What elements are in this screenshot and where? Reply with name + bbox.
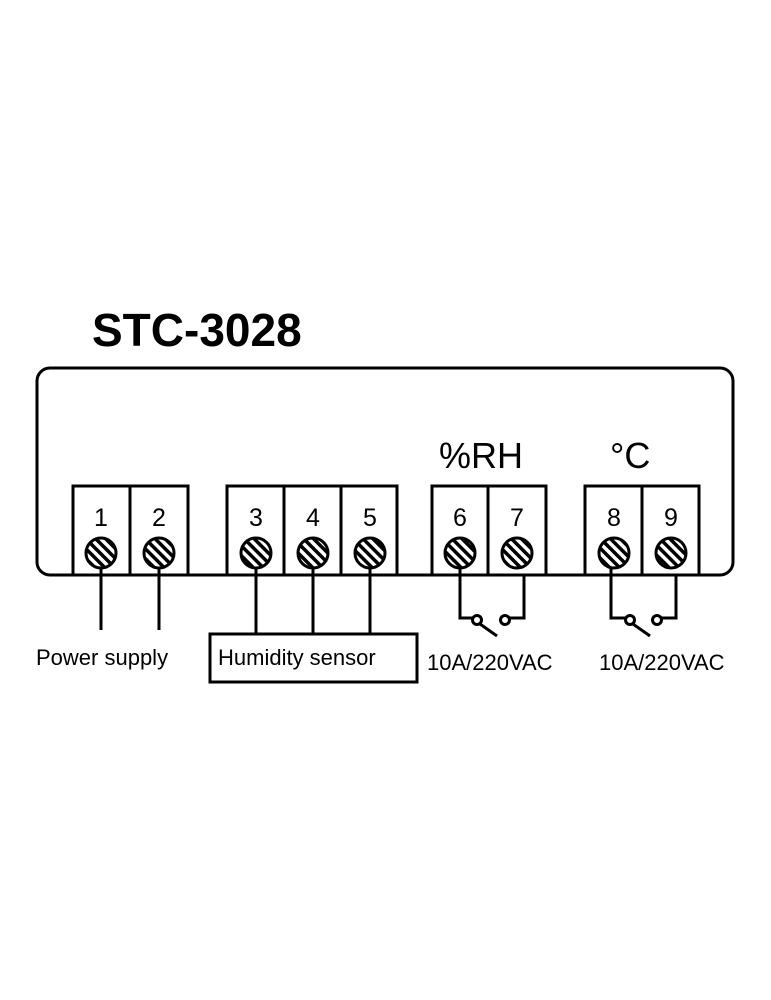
screw-icon — [296, 536, 330, 570]
screw-icon — [597, 536, 631, 570]
rh-relay-label: %RH — [439, 435, 523, 476]
screw-icon — [500, 536, 534, 570]
screw-icon — [239, 536, 273, 570]
terminal-number: 2 — [152, 504, 166, 532]
terminal-number: 4 — [306, 504, 320, 532]
wires — [99, 568, 678, 634]
terminal-blocks — [71, 484, 701, 577]
power-supply-label: Power supply — [36, 645, 168, 670]
terminal-number: 6 — [453, 504, 467, 532]
humidity-sensor-box — [208, 632, 419, 684]
screw-terminals — [84, 536, 688, 570]
model-title: STC-3028 — [92, 304, 302, 356]
screw-icon — [443, 536, 477, 570]
temp-relay-label: °C — [610, 435, 650, 476]
rh-relay-contact-icon — [471, 614, 511, 638]
terminal-number: 1 — [94, 504, 108, 532]
rh-relay-rating: 10A/220VAC — [427, 650, 553, 675]
screw-icon — [142, 536, 176, 570]
terminal-number: 8 — [607, 504, 621, 532]
terminal-number: 5 — [363, 504, 377, 532]
screw-icon — [84, 536, 118, 570]
temp-relay-contact-icon — [624, 614, 663, 638]
screw-icon — [353, 536, 387, 570]
humidity-sensor-label: Humidity sensor — [218, 645, 376, 670]
terminal-number: 9 — [664, 504, 678, 532]
temp-relay-rating: 10A/220VAC — [599, 650, 725, 675]
screw-icon — [654, 536, 688, 570]
terminal-number: 7 — [510, 504, 524, 532]
terminal-number: 3 — [249, 504, 263, 532]
